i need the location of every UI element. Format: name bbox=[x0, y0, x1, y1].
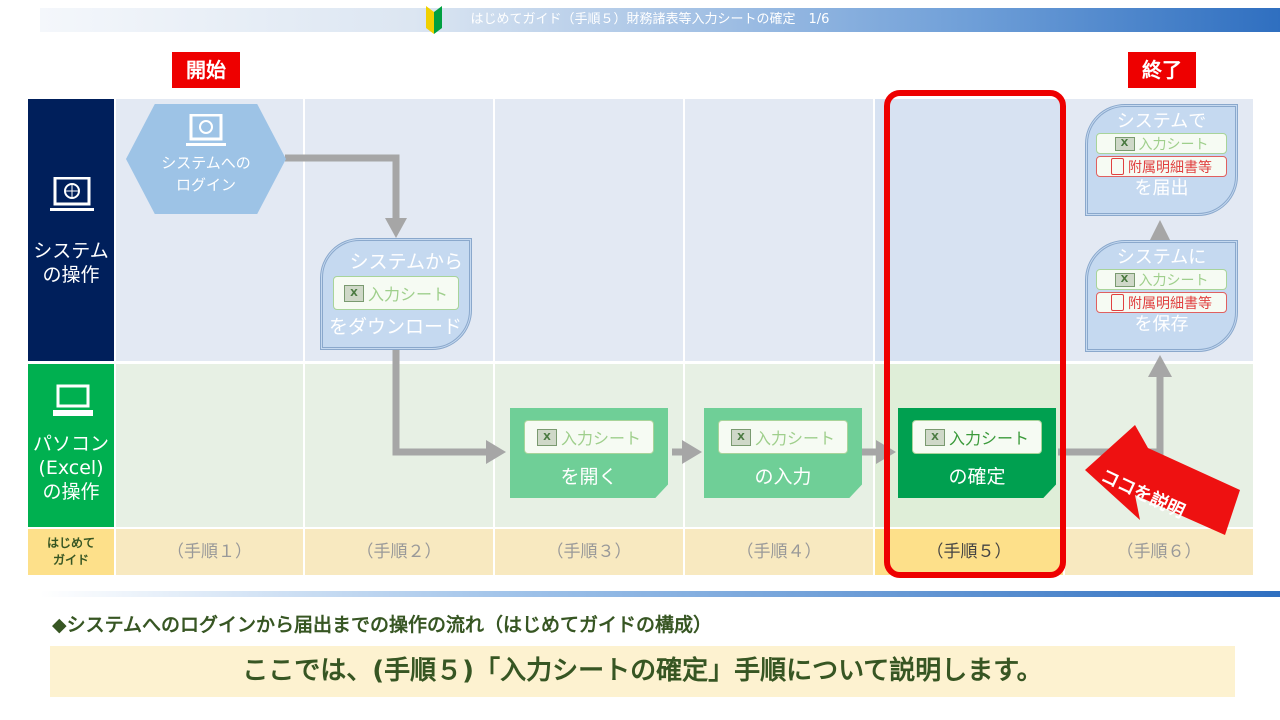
node-text: システムから bbox=[349, 251, 463, 273]
node-text: システムへの bbox=[161, 154, 251, 172]
lane-label: パソコン bbox=[32, 433, 109, 455]
step-5[interactable]: （手順５） bbox=[875, 529, 1063, 575]
start-label: 開始 bbox=[172, 52, 240, 88]
lane-guide: はじめてガイド bbox=[28, 529, 114, 575]
computer-globe-icon bbox=[186, 113, 226, 146]
chip-label: 附属明細書等 bbox=[1128, 159, 1212, 176]
beginner-mark-icon bbox=[426, 6, 442, 34]
node-text: をダウンロード bbox=[329, 316, 463, 338]
lane-system: システムの操作 bbox=[28, 99, 114, 361]
current-step-highlight bbox=[884, 90, 1066, 578]
excel-icon: X bbox=[1114, 272, 1135, 287]
banner: ここでは、(手順５)「入力シートの確定」手順について説明します。 bbox=[50, 646, 1235, 697]
node-login[interactable]: システムへのログイン bbox=[126, 104, 286, 214]
node-text: の入力 bbox=[754, 466, 812, 488]
step-2[interactable]: （手順２） bbox=[305, 529, 493, 575]
divider bbox=[40, 591, 1280, 597]
step-4[interactable]: （手順４） bbox=[685, 529, 873, 575]
lane-label: (Excel) bbox=[38, 457, 104, 479]
page-title: はじめてガイド（手順５）財務諸表等入力シートの確定 1/6 bbox=[470, 12, 830, 27]
pdf-icon bbox=[1111, 158, 1124, 175]
computer-globe-icon bbox=[50, 177, 94, 211]
node-text: システムに bbox=[1116, 247, 1207, 268]
subtitle: ◆システムへのログインから届出までの操作の流れ（はじめてガイドの構成） bbox=[52, 614, 713, 636]
step-1[interactable]: （手順１） bbox=[116, 529, 303, 575]
chip-label: 入力シート bbox=[560, 429, 641, 448]
pdf-icon bbox=[1111, 294, 1124, 311]
chip-label: 入力シート bbox=[367, 285, 448, 304]
chip-label: 入力シート bbox=[754, 429, 835, 448]
laptop-icon bbox=[53, 384, 93, 416]
step-6[interactable]: （手順６） bbox=[1065, 529, 1253, 575]
excel-icon: X bbox=[1114, 136, 1135, 151]
node-text: を開く bbox=[560, 466, 618, 488]
excel-icon: X bbox=[924, 428, 945, 446]
excel-icon: X bbox=[343, 284, 364, 302]
chip-label: 附属明細書等 bbox=[1128, 295, 1212, 312]
node-text: を届出 bbox=[1134, 178, 1189, 199]
excel-icon: X bbox=[536, 428, 557, 446]
end-label: 終了 bbox=[1128, 52, 1196, 88]
callout-arrow bbox=[1085, 425, 1240, 535]
excel-icon: X bbox=[730, 428, 751, 446]
lane-label: の操作 bbox=[42, 481, 100, 503]
lane-label: の操作 bbox=[42, 264, 100, 286]
step-3[interactable]: （手順３） bbox=[495, 529, 683, 575]
chip-label: 入力シート bbox=[948, 429, 1029, 448]
chip-label: 入力シート bbox=[1138, 272, 1209, 289]
lane-label: システム bbox=[33, 240, 109, 262]
node-text: ログイン bbox=[175, 176, 236, 194]
lane-pc: パソコン(Excel)の操作 bbox=[28, 364, 114, 527]
header-bar bbox=[40, 8, 1280, 32]
node-text: を保存 bbox=[1134, 314, 1189, 335]
lane-label: ガイド bbox=[52, 553, 89, 567]
lane-label: はじめて bbox=[46, 536, 95, 550]
node-text: システムで bbox=[1116, 111, 1207, 132]
chip-label: 入力シート bbox=[1138, 136, 1209, 153]
node-text: の確定 bbox=[948, 466, 1006, 488]
